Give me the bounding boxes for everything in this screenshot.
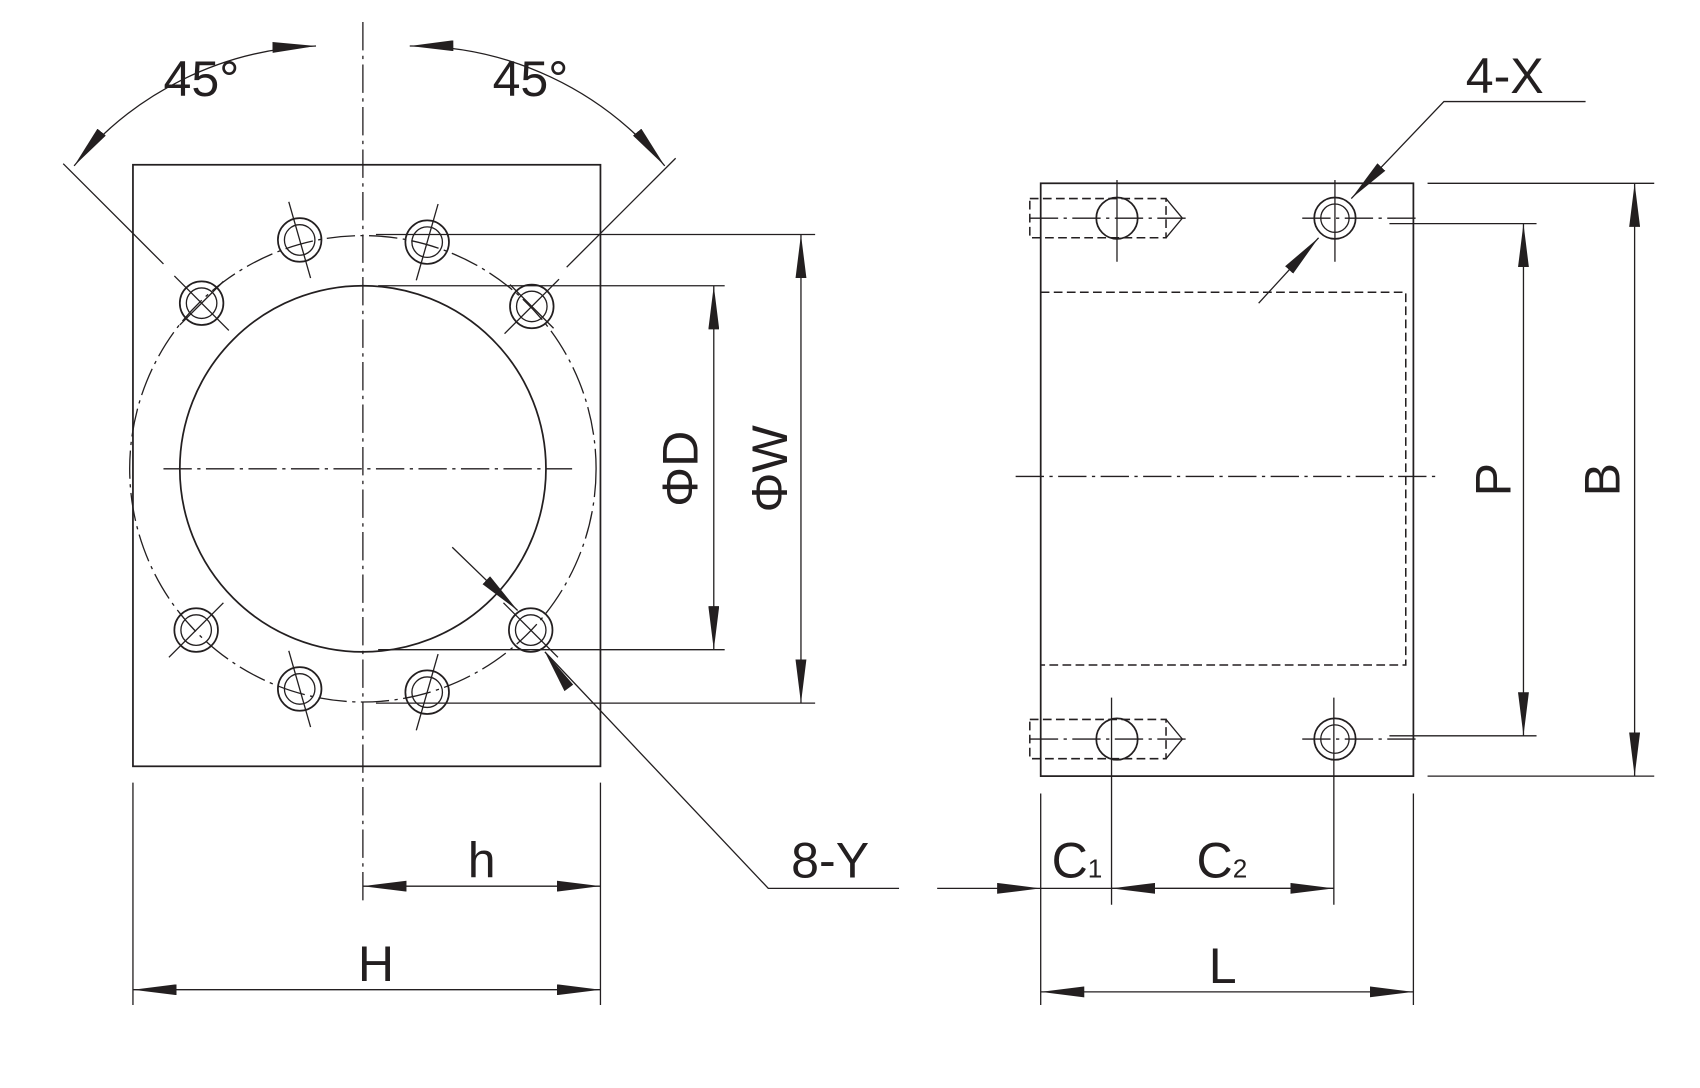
phi-w-label: ΦW: [742, 424, 798, 512]
tapped-hole: [1029, 697, 1188, 905]
angle-left-label: 45°: [163, 51, 239, 107]
H-label: H: [358, 936, 394, 992]
bolt-hole: [277, 201, 323, 279]
bolt-hole: [504, 278, 560, 335]
front-view: 45° 45° ΦD ΦW 8-Y h H: [62, 22, 900, 1005]
bore-hidden-lines: [1040, 291, 1407, 666]
bolt-hole: [404, 653, 450, 731]
bolt-hole: [404, 203, 450, 281]
bolt-holes: [168, 201, 560, 731]
bolt-hole: [502, 602, 559, 658]
tapped-hole: [1029, 180, 1188, 262]
B-label: B: [1574, 463, 1630, 496]
holes-y-label: 8-Y: [791, 832, 869, 888]
holes-x-label: 4-X: [1466, 48, 1544, 104]
C2-label: C2: [1197, 832, 1248, 888]
h-label: h: [468, 832, 496, 888]
phi-d-label: ΦD: [652, 431, 708, 507]
tapped-holes: [1029, 180, 1417, 905]
tapped-hole: [1302, 697, 1417, 905]
C1-label: C1: [1052, 832, 1103, 888]
side-outline: [1039, 182, 1415, 777]
tapped-hole: [1302, 180, 1417, 262]
angle-right-label: 45°: [493, 51, 569, 107]
front-outline: [132, 163, 602, 768]
P-label: P: [1465, 463, 1521, 496]
bolt-hole: [173, 275, 230, 331]
bolt-hole: [277, 650, 323, 728]
side-view: 4-X P B C1 C2 L: [937, 48, 1655, 1005]
L-label: L: [1209, 938, 1237, 994]
bolt-hole: [168, 602, 224, 658]
